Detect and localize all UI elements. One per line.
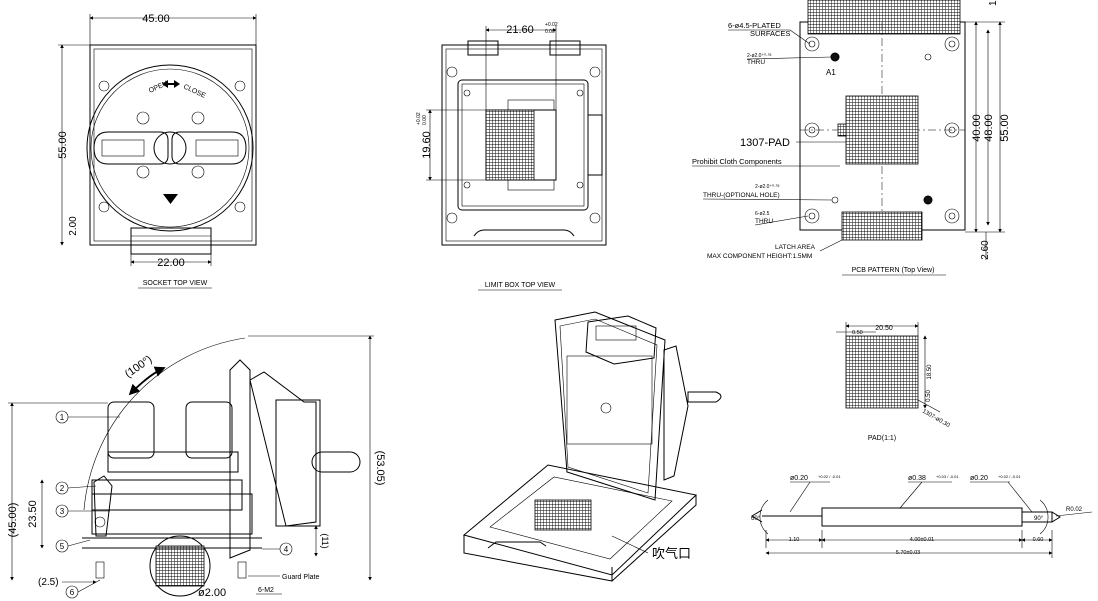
pcb-dim-260: 2.60 — [980, 240, 991, 260]
pad-count-label: 1307-PAD — [740, 137, 790, 149]
pin-len-mid: 4.00±0.01 — [910, 537, 934, 543]
limit-height-dim: 19.60 — [421, 131, 433, 159]
pcb-latch-area — [841, 211, 923, 241]
thru-hole-marker — [830, 52, 840, 62]
direction-triangle-icon — [163, 194, 178, 204]
side-view: (100°) (45.00) 23.50 (53.05) (11) (2.5) … — [7, 335, 386, 599]
m2-hole-note: 6-ø2.5 — [755, 211, 770, 217]
pad-offset-dim: 0.50 — [852, 330, 863, 336]
optional-hole-note: 2-ø2.0⁺⁰·⁰² — [755, 184, 780, 190]
thru-hole-note: 2-ø2.0⁺⁰·⁰² — [747, 53, 772, 59]
pin-diameter-dim: ø2.00 — [198, 587, 226, 599]
pin-len-left: 1.10 — [789, 537, 800, 543]
close-label: CLOSE — [182, 83, 207, 100]
pin-len-total: 5.70±0.03 — [896, 550, 920, 556]
pin-dia-right-tol: +0.02 / -0.01 — [998, 474, 1021, 479]
pin-body — [821, 507, 1023, 527]
callout-5-label: 5 — [60, 542, 65, 551]
pad-caption: PAD(1:1) — [868, 435, 896, 442]
optional-hole-label: THRU-(OPTIONAL HOLE) — [703, 192, 780, 199]
m2-screw-label: 6-M2 — [258, 587, 274, 594]
latch-area-label: LATCH AREA — [775, 244, 816, 251]
socket-width-dim: 45.00 — [142, 13, 170, 25]
prohibit-note: Prohibit Cloth Components — [692, 157, 782, 166]
pad-width-dim: 20.50 — [875, 325, 893, 332]
pin-dia-mid: ø0.38 — [908, 475, 926, 482]
pcb-dim-48: 48.00 — [983, 114, 995, 142]
callout-1: 1 — [55, 410, 120, 424]
limit-height-tol-upper: +0.02 — [416, 112, 422, 125]
pcb-caption: PCB PATTERN (Top View) — [852, 267, 935, 274]
callout-6-label: 6 — [70, 588, 75, 597]
pin-len-right: 0.60 — [1033, 537, 1044, 543]
pin-dia-mid-tol: +0.03 / -0.01 — [936, 474, 959, 479]
pin-angle-left: 60° — [751, 516, 761, 522]
thru-hole-label: THRU — [747, 59, 765, 66]
pcb-pattern-view: 40.00 48.00 55.00 15 2.60 6-ø4.5-PLATED … — [692, 0, 1011, 276]
callout-6: 6 — [65, 579, 101, 599]
side-dim-11: (11) — [320, 533, 330, 548]
socket-top-view: 45.00 55.00 2.00 OPEN CLOSE 22.00 SOCKET… — [57, 13, 257, 289]
callout-2: 2 — [55, 481, 97, 495]
pad-pitch-dim: 0.50 — [926, 390, 932, 402]
socket-offset-dim: 2.00 — [68, 216, 79, 236]
pin-dia-right: ø0.20 — [970, 475, 988, 482]
m2-hole-label: THRU — [755, 218, 773, 225]
max-component-label: MAX COMPONENT HEIGHT:1.5MM — [707, 253, 812, 260]
pin-dia-left: ø0.20 — [790, 475, 808, 482]
limit-height-tol-lower: 0.00 — [422, 115, 428, 125]
plated-note-2: SURFACES — [750, 29, 790, 38]
socket-caption: SOCKET TOP VIEW — [143, 280, 208, 287]
callout-3: 3 — [55, 504, 110, 518]
open-close-arrow-icon — [162, 80, 180, 88]
pad-count-dim: 1307-ø0.30 — [921, 409, 951, 430]
pin-radius: R0.02 — [1066, 507, 1083, 513]
right-handle[interactable] — [171, 131, 247, 165]
limit-width-tol-lower: 0.00 — [545, 29, 555, 35]
pad-detail-array — [845, 335, 919, 409]
pin-detail-view: 1.10 4.00±0.01 0.60 5.70±0.03 ø0.20 +0.0… — [751, 474, 1093, 558]
side-dim-total: (53.05) — [374, 451, 386, 486]
socket-body-outline — [89, 44, 257, 246]
plated-note: 6-ø4.5-PLATED — [728, 21, 781, 30]
callout-2-label: 2 — [60, 484, 65, 493]
limit-box-top-view: 21.60 +0.02 0.00 19.60 +0.02 0.00 LIMIT … — [416, 22, 607, 291]
left-handle[interactable] — [93, 131, 169, 165]
callout-4: 4 — [262, 542, 293, 556]
callout-3-label: 3 — [60, 507, 65, 516]
pcb-dim-40: 40.00 — [971, 114, 983, 142]
pad-detail-view: 20.50 0.50 18.50 0.50 1307-ø0.30 PAD(1:1… — [836, 322, 951, 442]
limit-width-dim: 21.60 — [506, 24, 534, 36]
pin-detail-circle — [149, 535, 211, 597]
limit-box-caption: LIMIT BOX TOP VIEW — [485, 282, 556, 289]
pcb-pad-array — [845, 95, 919, 165]
side-shaft — [311, 451, 361, 473]
guard-plate-label: Guard Plate — [282, 574, 319, 581]
side-dim-45: (45.00) — [7, 503, 19, 538]
latch-block — [130, 227, 212, 255]
callout-4-label: 4 — [284, 545, 289, 554]
pin-dia-left-tol: +0.02 / -0.01 — [818, 474, 841, 479]
pcb-latch-region-top — [807, 0, 961, 35]
callout-5: 5 — [55, 539, 91, 553]
side-dim-2350: 23.50 — [27, 500, 39, 528]
limit-width-tol-upper: +0.02 — [545, 22, 558, 28]
side-dim-25: (2.5) — [38, 577, 59, 588]
callout-1-label: 1 — [60, 413, 65, 422]
socket-height-dim: 55.00 — [57, 131, 69, 159]
latch-width-dim: 22.00 — [157, 257, 185, 269]
blow-port-label: 吹气口 — [652, 546, 691, 561]
a1-label: A1 — [826, 68, 836, 77]
pin-angle-right: 90° — [1034, 516, 1044, 522]
pcb-dim-top: 15 — [988, 0, 999, 6]
pad-height-dim: 18.50 — [927, 364, 933, 380]
rotary-lid[interactable] — [86, 64, 254, 232]
isometric-view: 吹气口 — [462, 311, 722, 582]
pcb-dim-55: 55.00 — [999, 114, 1011, 142]
